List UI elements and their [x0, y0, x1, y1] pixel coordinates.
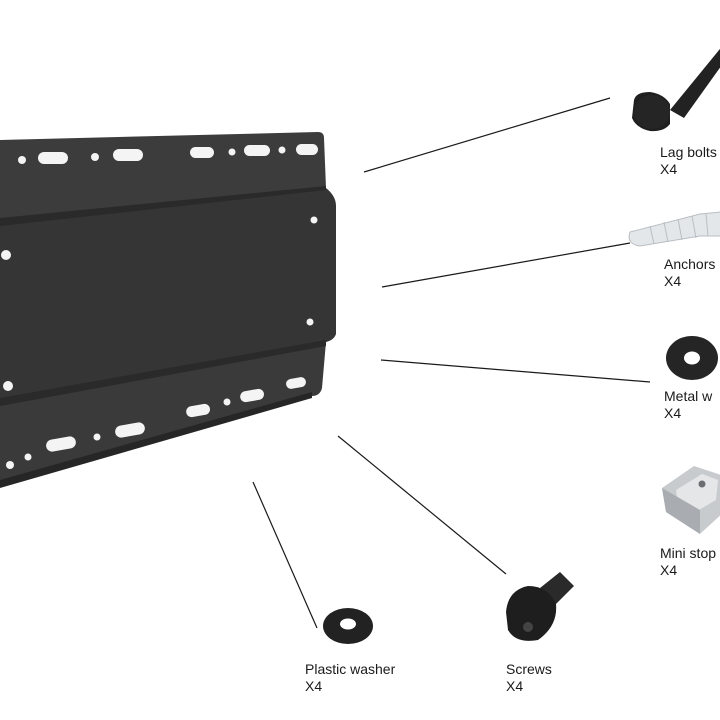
plastic-washer-icon: [323, 608, 373, 644]
leader-line-metal-washer: [380, 359, 651, 383]
mini-stop-icon: [662, 466, 720, 534]
part-name: Plastic washer: [305, 661, 396, 677]
label-mini-stop: Mini stop X4: [660, 545, 716, 579]
part-name: Mini stop: [660, 545, 717, 561]
label-lag-bolts: Lag bolts X4: [660, 144, 717, 178]
part-qty: X4: [305, 678, 323, 694]
lag-bolt-icon: [632, 48, 720, 132]
leader-line-plastic-washer: [252, 481, 318, 629]
part-qty: X4: [664, 405, 682, 421]
part-name: Lag bolts: [660, 144, 717, 160]
part-qty: X4: [660, 161, 678, 177]
label-anchors: Anchors X4: [664, 256, 715, 290]
leader-lines: [252, 97, 651, 629]
wall-plate: [0, 132, 336, 488]
part-qty: X4: [660, 562, 678, 578]
part-name: Anchors: [664, 256, 716, 272]
label-metal-washer: Metal w X4: [664, 388, 712, 422]
part-name: Screws: [506, 661, 552, 677]
part-name: Metal w: [664, 388, 713, 404]
anchor-icon: [628, 211, 720, 247]
part-qty: X4: [506, 678, 524, 694]
label-plastic-washer: Plastic washer X4: [305, 661, 395, 695]
part-qty: X4: [664, 273, 682, 289]
metal-washer-icon: [666, 336, 718, 380]
leader-line-anchors: [381, 242, 631, 288]
leader-line-lag-bolts: [363, 97, 611, 173]
screw-icon: [506, 572, 574, 641]
leader-line-screws: [337, 435, 507, 575]
label-screws: Screws X4: [506, 661, 552, 695]
